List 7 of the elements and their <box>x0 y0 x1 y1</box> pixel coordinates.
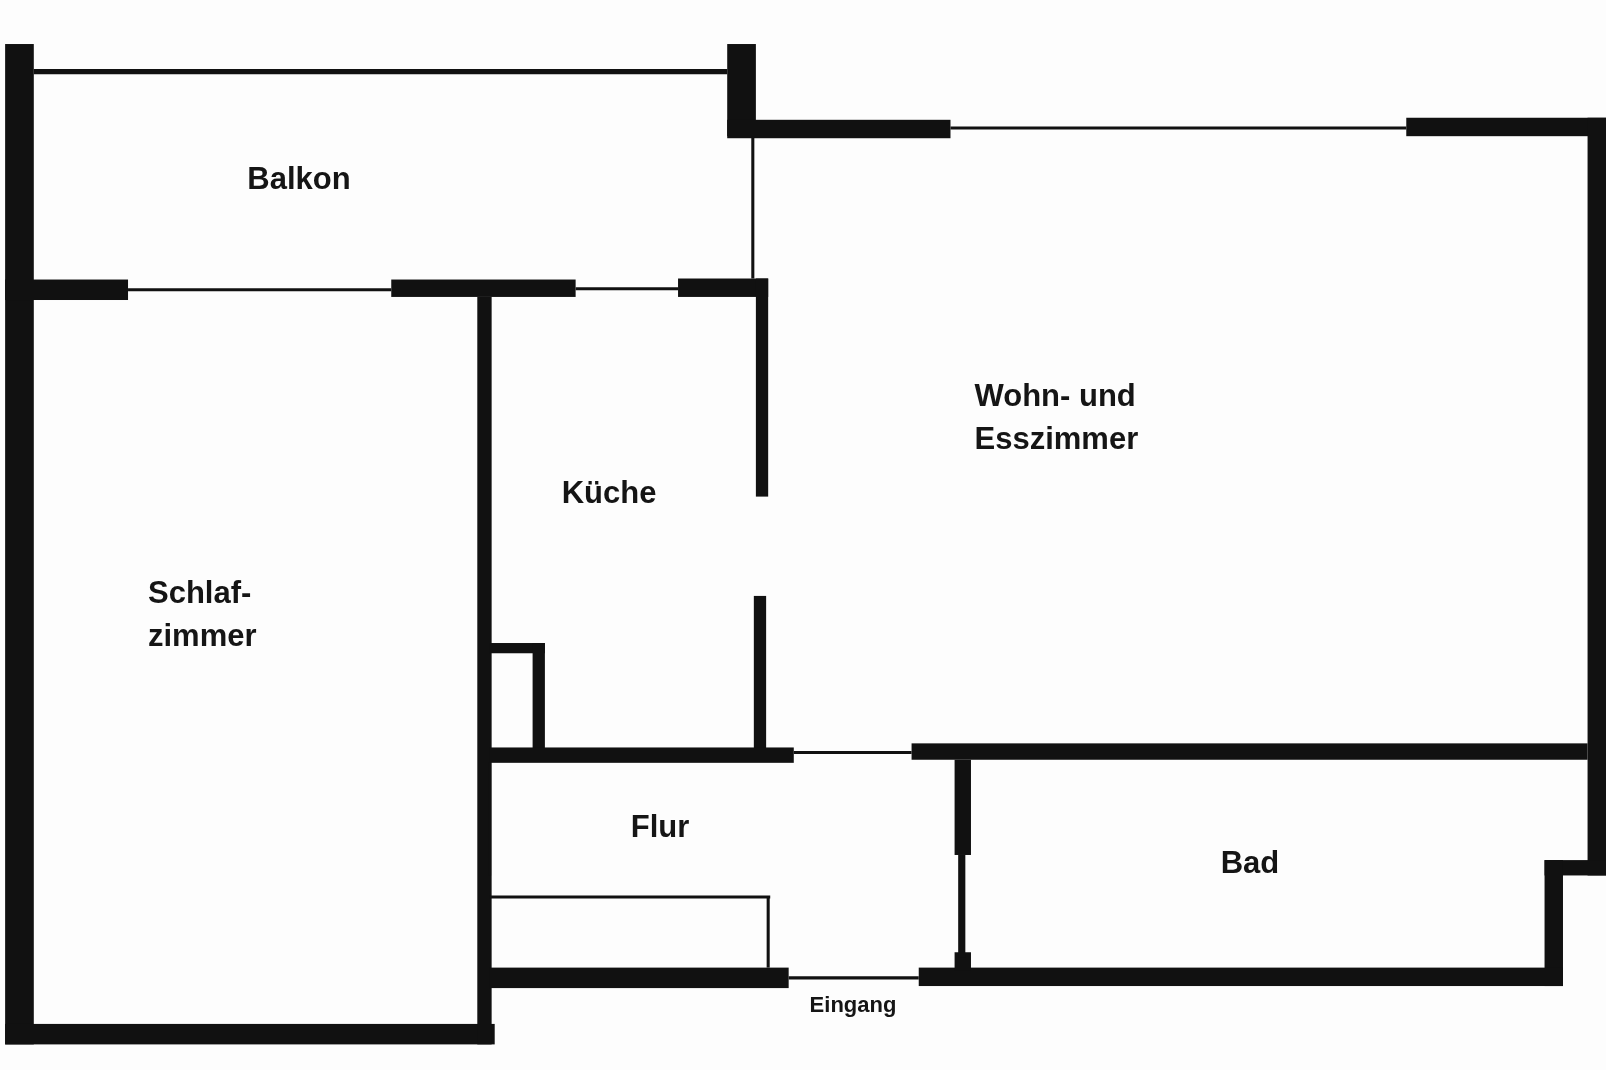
entrance-label: Eingang <box>809 992 897 1018</box>
room-label: Flur <box>630 805 690 849</box>
room-label: Wohn- und Esszimmer <box>974 373 1210 461</box>
room-label: Bad <box>1220 841 1280 885</box>
room-label: Küche <box>561 471 657 515</box>
room-label: Schlaf- zimmer <box>148 570 296 658</box>
room-label: Balkon <box>247 157 351 201</box>
